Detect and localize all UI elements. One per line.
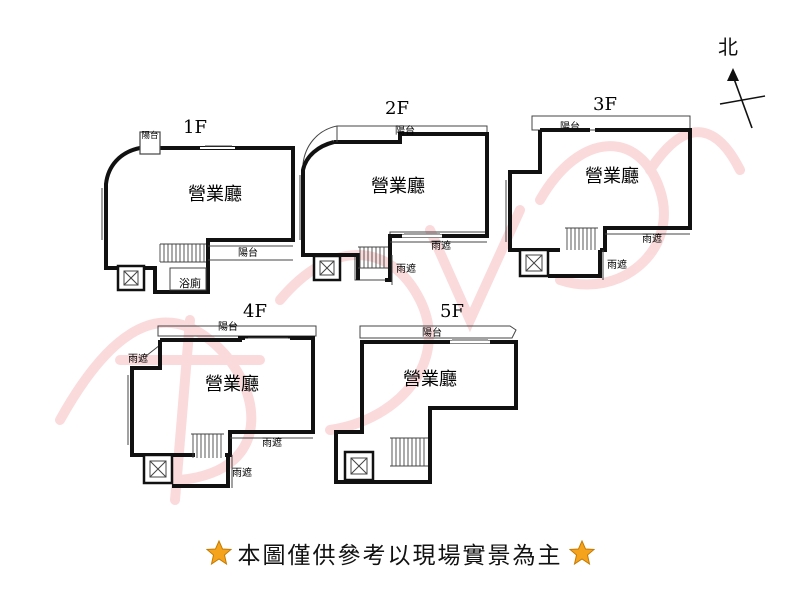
floor-label: 3F	[593, 94, 617, 115]
disclaimer-footer: 本圖僅供參考以現場實景為主	[0, 536, 800, 570]
canopy-label-2: 雨遮	[607, 258, 627, 271]
floor-1f: 1F 陽台 陽台 浴廁 營業廳	[101, 117, 295, 294]
arrow-head-icon	[727, 68, 739, 81]
room-label: 營業廳	[205, 374, 259, 395]
elevator-icon	[312, 254, 342, 282]
canopy-label: 雨遮	[642, 232, 662, 245]
elevator-icon	[343, 450, 375, 482]
stairs	[358, 246, 388, 269]
stairs	[191, 433, 224, 458]
elevator-icon	[142, 453, 174, 485]
room-label: 營業廳	[585, 166, 639, 187]
canopy-label: 雨遮	[431, 239, 451, 252]
canopy-label: 雨遮	[262, 436, 282, 449]
stairs	[159, 243, 206, 263]
floor-2f: 2F 陽台 雨遮 雨遮 營業廳	[299, 98, 489, 285]
elevator-icon	[116, 264, 146, 292]
balcony-label: 陽台	[238, 246, 258, 259]
balcony-label: 陽台	[422, 326, 442, 339]
north-label: 北	[718, 35, 738, 59]
floor-label: 2F	[385, 98, 409, 119]
star-icon	[568, 540, 595, 566]
floor-3f: 3F 陽台 雨遮 雨遮 營業廳	[505, 94, 692, 280]
floor-5f: 5F 陽台 營業廳	[334, 301, 518, 484]
room-label: 營業廳	[403, 369, 457, 390]
canopy-label-2: 雨遮	[232, 466, 252, 479]
elevator-icon	[518, 248, 550, 278]
balcony-label-top: 陽台	[141, 130, 158, 141]
balcony-label: 陽台	[395, 124, 415, 137]
room-label: 營業廳	[188, 184, 242, 205]
floor-label: 4F	[243, 301, 267, 322]
canopy-left-label: 雨遮	[128, 352, 148, 365]
floor-label: 1F	[183, 117, 207, 138]
canopy-label-2: 雨遮	[396, 262, 416, 275]
north-arrow: 北	[718, 35, 766, 129]
stairs	[390, 437, 428, 467]
floor-4f: 4F 陽台 雨遮 雨遮 雨遮 營業廳	[127, 301, 317, 488]
balcony-label: 陽台	[218, 320, 238, 333]
room-label: 營業廳	[371, 176, 425, 197]
disclaimer-text: 本圖僅供參考以現場實景為主	[237, 543, 563, 569]
star-icon	[205, 540, 232, 566]
floor-label: 5F	[440, 301, 464, 322]
bathroom-label: 浴廁	[179, 276, 201, 290]
stairs	[565, 227, 598, 250]
